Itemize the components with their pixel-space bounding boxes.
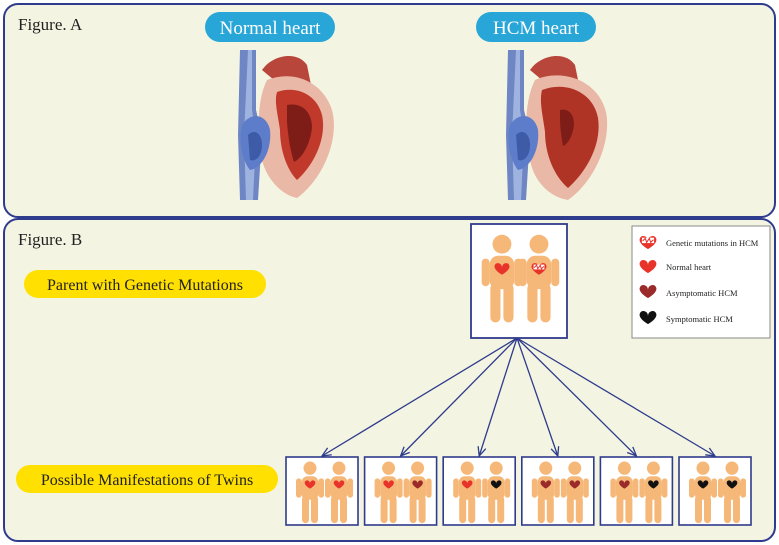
parent-box bbox=[470, 223, 568, 339]
legend-label-normal: Normal heart bbox=[666, 262, 712, 272]
twin-box bbox=[363, 456, 438, 526]
arrow-line bbox=[516, 337, 716, 457]
twin-box bbox=[599, 456, 674, 526]
normal-heart-anatomy-icon bbox=[238, 50, 334, 200]
twins-label: Possible Manifestations of Twins bbox=[41, 472, 253, 489]
legend-item-mutation: Genetic mutations in HCM bbox=[639, 235, 759, 250]
twin-box bbox=[678, 456, 752, 526]
arrow-head bbox=[477, 446, 487, 458]
arrow-line bbox=[400, 337, 518, 457]
legend-item-symptomatic: Symptomatic HCM bbox=[639, 310, 733, 325]
arrow-head bbox=[626, 446, 638, 458]
twin-box bbox=[442, 456, 517, 526]
legend: Genetic mutations in HCM Normal heart As… bbox=[631, 225, 771, 339]
arrow-line bbox=[516, 337, 637, 457]
twin-box bbox=[285, 456, 359, 526]
arrow-line bbox=[516, 337, 559, 457]
figure-a-label: Figure. A bbox=[18, 15, 83, 34]
arrow-head bbox=[550, 446, 560, 458]
hcm-heart-pill bbox=[476, 12, 596, 42]
mutation-heart-icon bbox=[639, 235, 657, 250]
legend-label-asymptomatic: Asymptomatic HCM bbox=[666, 288, 738, 298]
parent-pill bbox=[24, 270, 266, 298]
arrow-head bbox=[320, 447, 332, 457]
parent-mutation-heart-icon bbox=[531, 263, 547, 275]
arrow-head bbox=[399, 446, 411, 458]
inheritance-arrows bbox=[320, 337, 717, 458]
legend-item-asymptomatic: Asymptomatic HCM bbox=[639, 284, 738, 299]
hcm-heart-anatomy-icon bbox=[506, 50, 608, 200]
twins-pill bbox=[16, 465, 278, 493]
twin-box bbox=[520, 456, 595, 526]
legend-item-normal: Normal heart bbox=[639, 259, 712, 274]
legend-label-symptomatic: Symptomatic HCM bbox=[666, 314, 733, 324]
arrow-line bbox=[478, 337, 518, 457]
normal-heart-pill bbox=[205, 12, 335, 42]
arrow-head bbox=[705, 447, 717, 457]
hcm-heart-label: HCM heart bbox=[493, 18, 580, 39]
arrow-line bbox=[321, 337, 518, 457]
figure-b-label: Figure. B bbox=[18, 230, 82, 249]
twin-boxes bbox=[285, 456, 752, 526]
legend-label-mutation: Genetic mutations in HCM bbox=[666, 238, 759, 248]
parent-label: Parent with Genetic Mutations bbox=[47, 277, 243, 294]
figure-a-panel bbox=[3, 3, 776, 218]
normal-heart-label: Normal heart bbox=[220, 18, 321, 39]
